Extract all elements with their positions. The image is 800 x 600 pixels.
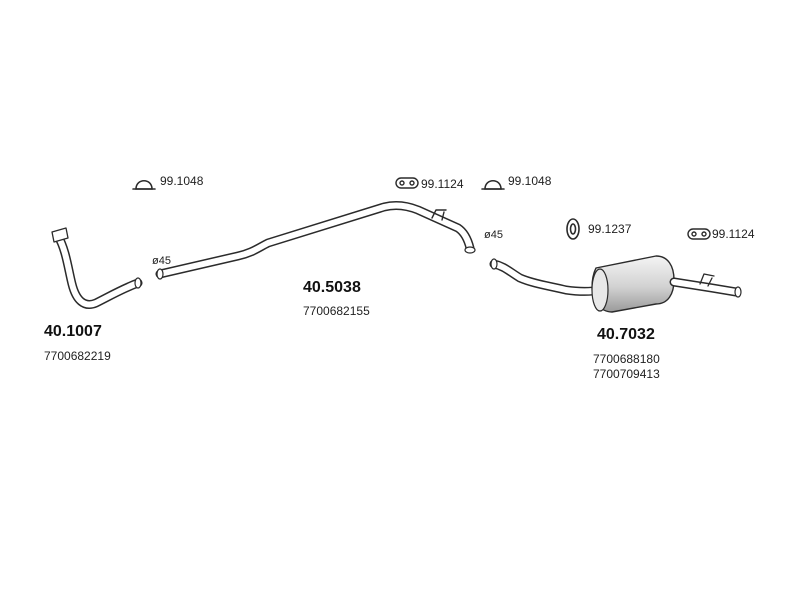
rubber-hanger-icon	[395, 177, 419, 189]
ring-mount-icon	[566, 218, 580, 240]
clamp-icon	[132, 179, 156, 190]
intermediate-pipe-40-5038	[155, 201, 476, 280]
part-number: 40.1007	[44, 323, 102, 340]
accessory-code: 99.1124	[712, 227, 755, 241]
part-number: 40.5038	[303, 279, 361, 296]
clamp-icon	[481, 179, 505, 190]
part-number: 40.7032	[597, 326, 655, 343]
oem-reference: 7700682155	[303, 304, 370, 318]
accessory-code: 99.1048	[508, 174, 552, 188]
accessory-code: 99.1048	[160, 174, 204, 188]
rubber-hanger-icon	[687, 228, 711, 240]
oem-reference: 7700682219	[44, 349, 111, 363]
diameter-label: ø45	[484, 229, 503, 241]
front-pipe-40-1007	[51, 227, 143, 309]
rear-muffler-40-7032	[489, 255, 742, 313]
accessory-code: 99.1237	[588, 222, 632, 236]
diameter-label: ø45	[152, 255, 171, 267]
accessory-code: 99.1124	[421, 177, 464, 191]
oem-reference: 7700709413	[593, 367, 660, 381]
oem-reference: 7700688180	[593, 352, 660, 366]
